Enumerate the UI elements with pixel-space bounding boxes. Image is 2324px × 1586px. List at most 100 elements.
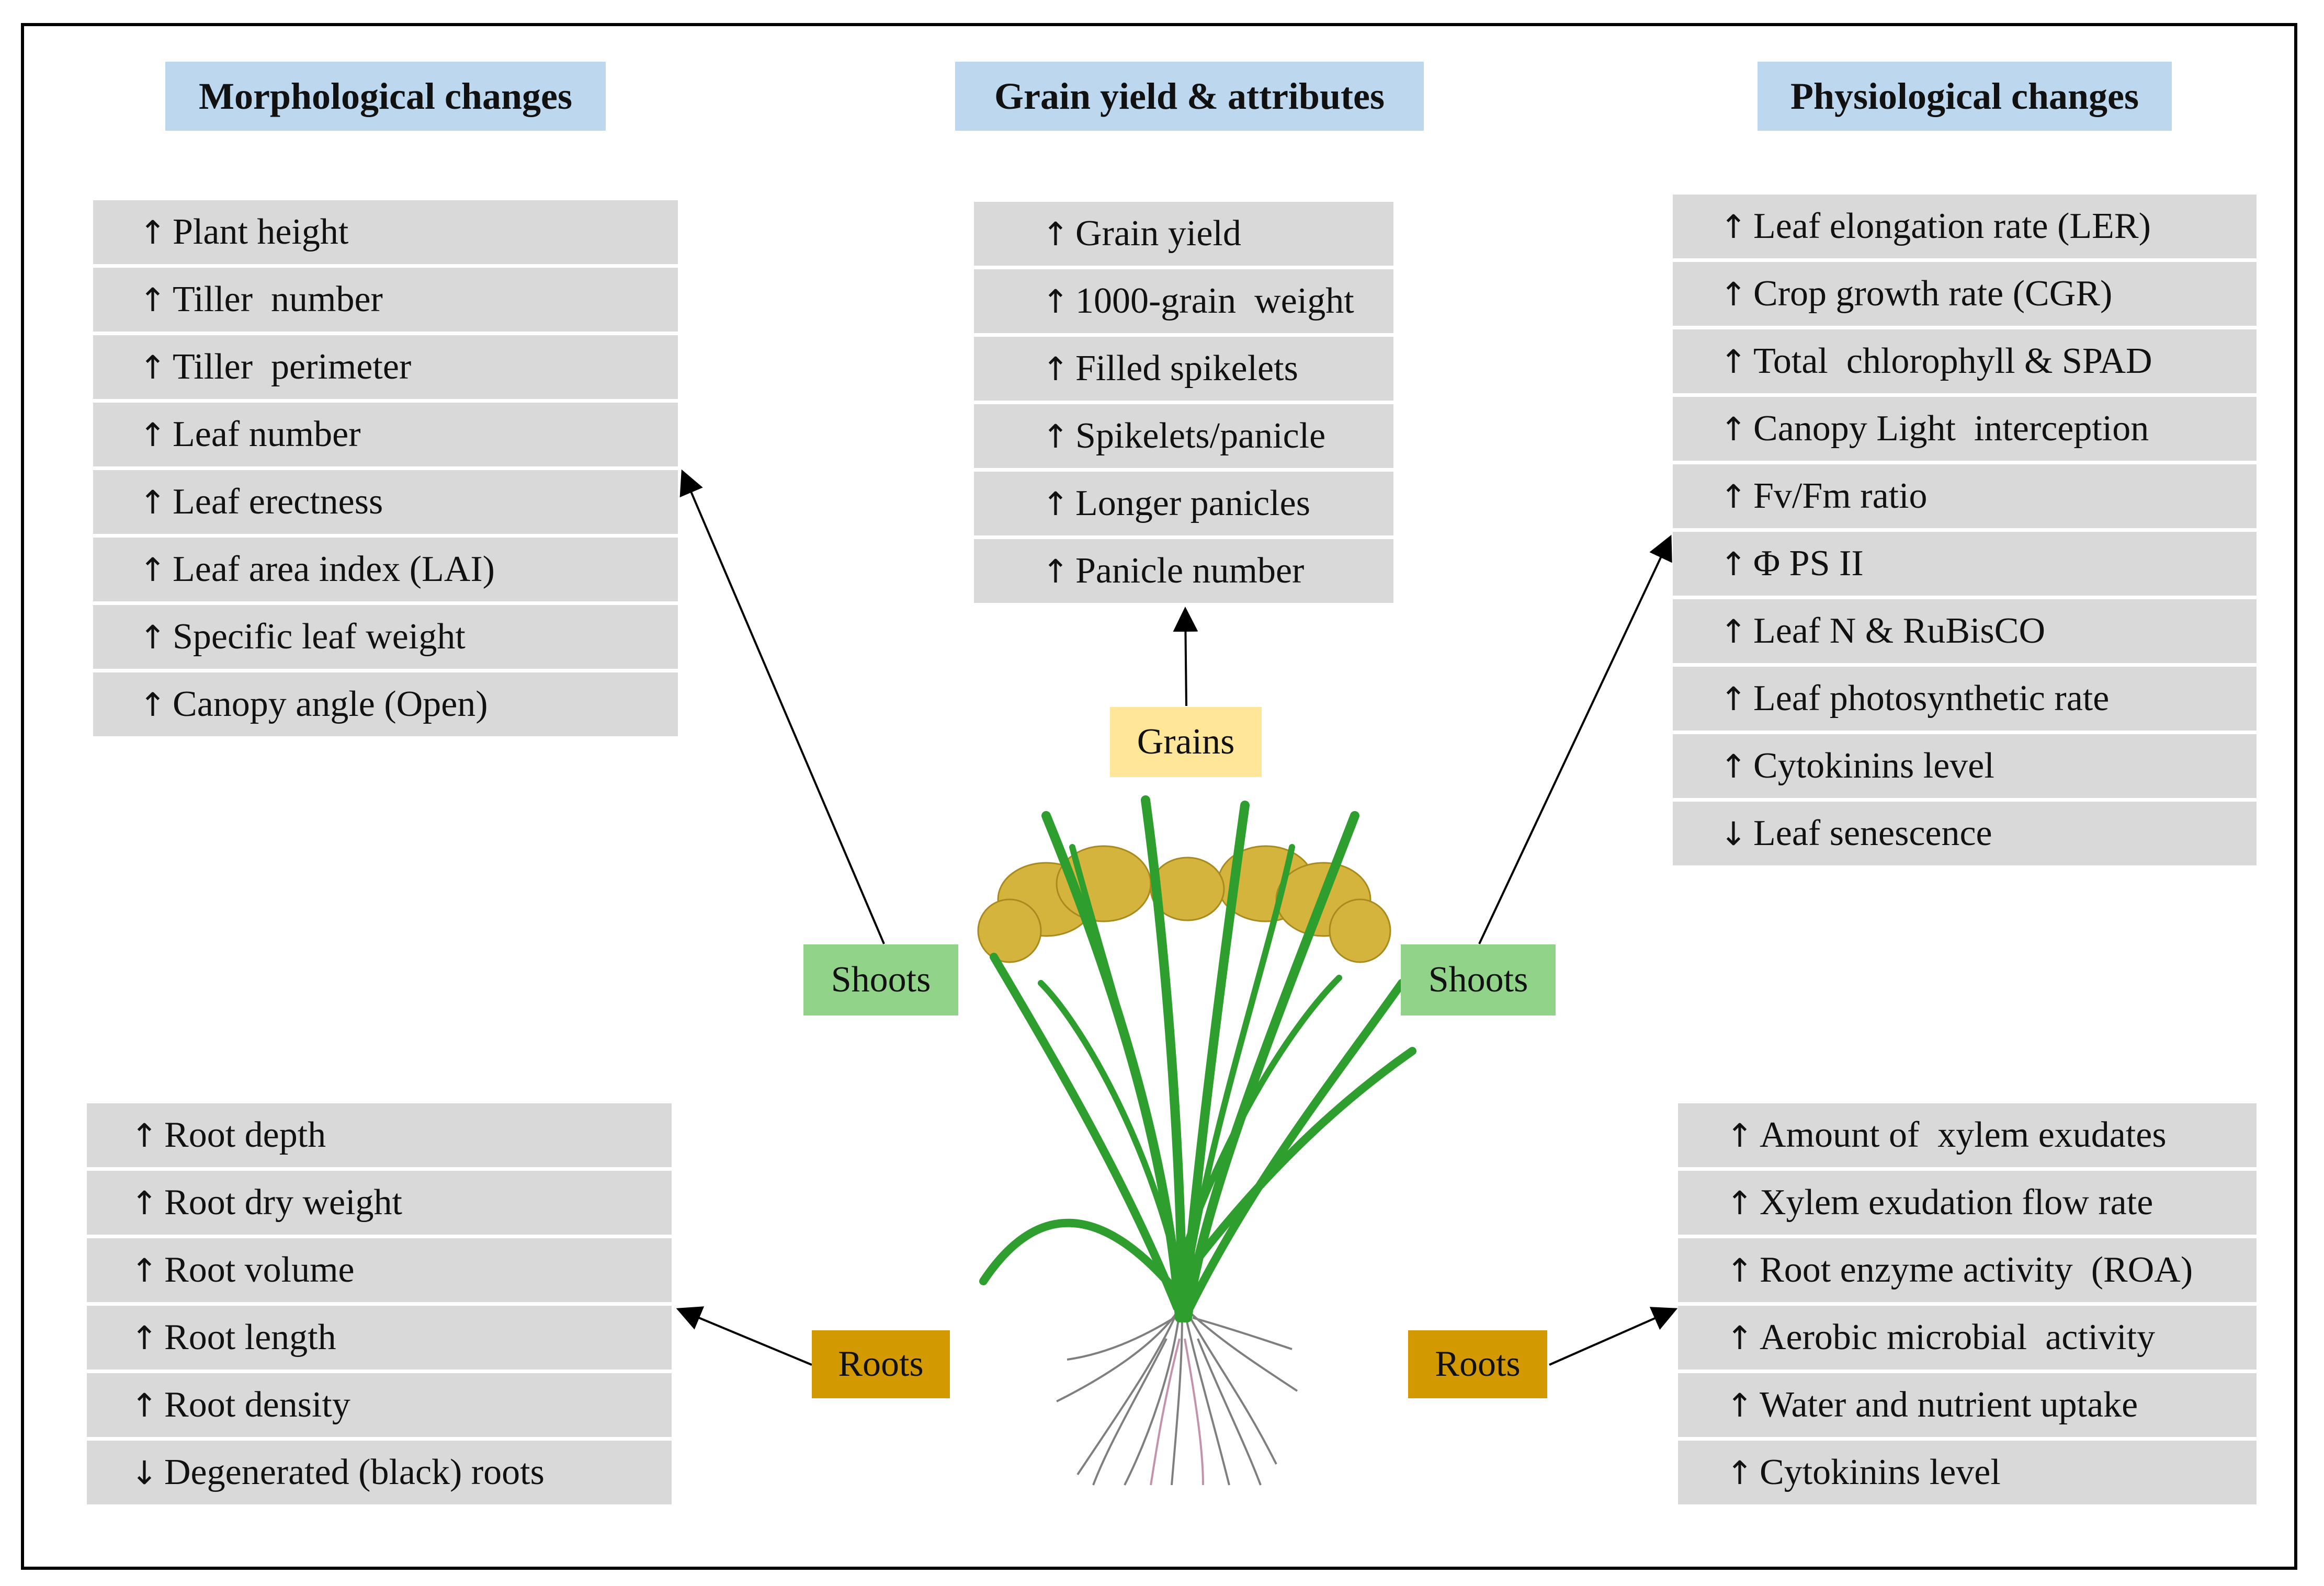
- list-item-text: Degenerated (black) roots: [164, 1452, 545, 1492]
- list-item-text: Root dry weight: [164, 1182, 402, 1223]
- increase-arrow-icon: ↑: [1720, 207, 1747, 246]
- list-item-text: Grain yield: [1075, 213, 1241, 254]
- grain-list: ↑Grain yield↑1000-grain weight↑Filled sp…: [974, 202, 1393, 603]
- list-item-text: Root depth: [164, 1115, 326, 1155]
- list-item-text: Xylem exudation flow rate: [1760, 1182, 2153, 1223]
- list-item: ↑Leaf N & RuBisCO: [1673, 599, 2257, 663]
- list-item: ↑Root density: [87, 1373, 672, 1437]
- list-item-text: Leaf N & RuBisCO: [1753, 611, 2046, 651]
- list-item: ↑Xylem exudation flow rate: [1678, 1171, 2257, 1235]
- list-item: ↑Root length: [87, 1306, 672, 1370]
- list-item-text: Root volume: [164, 1250, 355, 1290]
- list-item-text: Panicle number: [1075, 551, 1305, 591]
- list-item: ↑Leaf elongation rate (LER): [1673, 195, 2257, 258]
- list-item-text: Leaf number: [173, 414, 361, 454]
- list-item: ↑Total chlorophyll & SPAD: [1673, 329, 2257, 393]
- list-item: ↓Degenerated (black) roots: [87, 1441, 672, 1504]
- tag-roots-right: Roots: [1408, 1330, 1547, 1398]
- increase-arrow-icon: ↑: [1726, 1116, 1753, 1155]
- increase-arrow-icon: ↑: [139, 280, 166, 319]
- list-item: ↑Cytokinins level: [1678, 1441, 2257, 1504]
- list-item-text: Tiller perimeter: [173, 347, 412, 387]
- increase-arrow-icon: ↑: [1720, 679, 1747, 718]
- increase-arrow-icon: ↑: [1726, 1318, 1753, 1357]
- list-item: ↓Leaf senescence: [1673, 802, 2257, 865]
- list-item-text: Leaf photosynthetic rate: [1753, 678, 2110, 718]
- list-item-text: Tiller number: [173, 279, 383, 320]
- increase-arrow-icon: ↑: [1042, 552, 1069, 590]
- list-item-text: Aerobic microbial activity: [1760, 1317, 2156, 1357]
- list-item-text: Crop growth rate (CGR): [1753, 273, 2113, 314]
- list-item: ↑Canopy angle (Open): [93, 672, 678, 736]
- rice-plant-illustration: [977, 795, 1416, 1486]
- list-item: ↑Leaf number: [93, 403, 678, 466]
- list-item-text: Total chlorophyll & SPAD: [1753, 341, 2152, 381]
- list-item: ↑Grain yield: [974, 202, 1393, 266]
- arrow-shoots-to-physiological: [1478, 534, 1672, 944]
- list-item-text: Fv/Fm ratio: [1753, 476, 1928, 516]
- list-item: ↑Panicle number: [974, 539, 1393, 603]
- increase-arrow-icon: ↑: [1726, 1251, 1753, 1290]
- list-item: ↑Tiller number: [93, 268, 678, 332]
- list-item-text: Root density: [164, 1385, 350, 1425]
- tag-shoots-right: Shoots: [1401, 944, 1556, 1016]
- increase-arrow-icon: ↑: [1720, 409, 1747, 448]
- list-item: ↑Crop growth rate (CGR): [1673, 262, 2257, 326]
- physiological-list: ↑Leaf elongation rate (LER)↑Crop growth …: [1673, 195, 2257, 865]
- list-item-text: Amount of xylem exudates: [1760, 1115, 2167, 1155]
- increase-arrow-icon: ↑: [139, 618, 166, 656]
- increase-arrow-icon: ↑: [1720, 477, 1747, 516]
- list-item: ↑Water and nutrient uptake: [1678, 1373, 2257, 1437]
- list-item-text: Root length: [164, 1317, 336, 1357]
- increase-arrow-icon: ↑: [139, 550, 166, 589]
- arrow-roots-to-roots-left: [676, 1306, 812, 1366]
- list-item: ↑Cytokinins level: [1673, 734, 2257, 798]
- tag-shoots-left: Shoots: [803, 944, 958, 1016]
- increase-arrow-icon: ↑: [1042, 214, 1069, 253]
- roots-right-list: ↑Amount of xylem exudates↑Xylem exudatio…: [1678, 1103, 2257, 1504]
- list-item: ↑Longer panicles: [974, 472, 1393, 535]
- arrow-roots-to-roots-right: [1549, 1307, 1678, 1366]
- increase-arrow-icon: ↑: [131, 1116, 158, 1155]
- tag-roots-left: Roots: [812, 1330, 950, 1398]
- panicles-drawing: [977, 845, 1391, 963]
- list-item: ↑Fv/Fm ratio: [1673, 464, 2257, 528]
- increase-arrow-icon: ↑: [131, 1251, 158, 1290]
- list-item-text: Plant height: [173, 212, 349, 252]
- decrease-arrow-icon: ↓: [131, 1453, 158, 1492]
- list-item-text: Water and nutrient uptake: [1760, 1385, 2138, 1425]
- increase-arrow-icon: ↑: [131, 1183, 158, 1222]
- list-item-text: Longer panicles: [1075, 483, 1310, 523]
- list-item-text: Cytokinins level: [1760, 1452, 2001, 1492]
- header-morphological: Morphological changes: [165, 62, 606, 131]
- list-item-text: Leaf erectness: [173, 482, 383, 522]
- leaves-drawing: [979, 795, 1416, 1322]
- roots-left-list: ↑Root depth↑Root dry weight↑Root volume↑…: [87, 1103, 672, 1504]
- list-item-text: Spikelets/panicle: [1075, 416, 1326, 456]
- roots-drawing: [1056, 1311, 1298, 1486]
- list-item-text: Φ PS II: [1753, 543, 1864, 584]
- list-item: ↑Leaf area index (LAI): [93, 538, 678, 601]
- list-item-text: Root enzyme activity (ROA): [1760, 1250, 2193, 1290]
- arrow-grains-to-grain-list: [1173, 607, 1198, 706]
- list-item: ↑1000-grain weight: [974, 269, 1393, 333]
- arrow-shoots-to-morphological: [679, 469, 885, 944]
- increase-arrow-icon: ↑: [1726, 1453, 1753, 1492]
- list-item-text: Cytokinins level: [1753, 746, 1994, 786]
- increase-arrow-icon: ↑: [1720, 612, 1747, 651]
- increase-arrow-icon: ↑: [139, 415, 166, 454]
- list-item: ↑Φ PS II: [1673, 532, 2257, 596]
- list-item: ↑Root enzyme activity (ROA): [1678, 1238, 2257, 1302]
- list-item-text: Leaf senescence: [1753, 813, 1992, 853]
- list-item: ↑Plant height: [93, 200, 678, 264]
- increase-arrow-icon: ↑: [131, 1386, 158, 1424]
- list-item-text: Specific leaf weight: [173, 617, 466, 657]
- morphological-list: ↑Plant height↑Tiller number↑Tiller perim…: [93, 200, 678, 736]
- list-item: ↑Leaf erectness: [93, 470, 678, 534]
- header-physiological: Physiological changes: [1758, 62, 2172, 131]
- list-item: ↑Leaf photosynthetic rate: [1673, 667, 2257, 731]
- diagram-frame: [21, 23, 2297, 1570]
- list-item: ↑Root depth: [87, 1103, 672, 1167]
- list-item: ↑Amount of xylem exudates: [1678, 1103, 2257, 1167]
- list-item: ↑Aerobic microbial activity: [1678, 1306, 2257, 1370]
